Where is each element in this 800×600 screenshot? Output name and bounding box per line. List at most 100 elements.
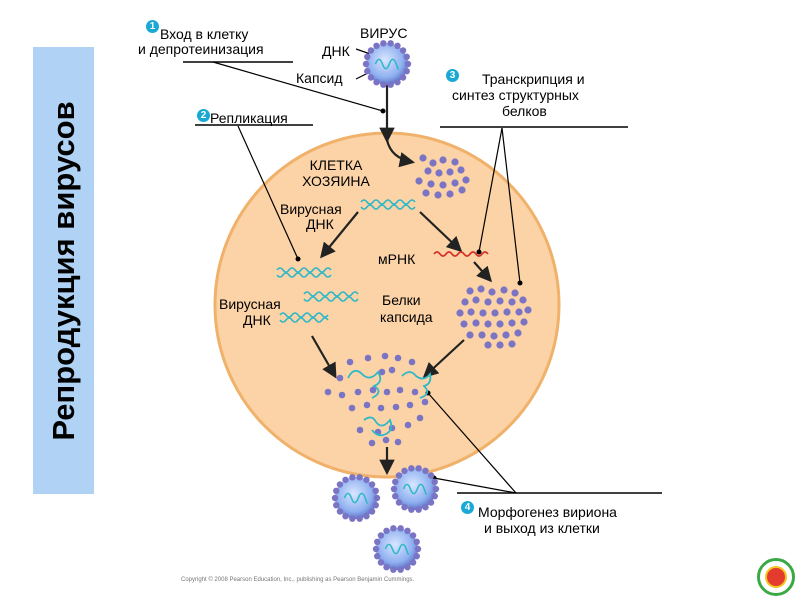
step-3-label-line2: синтез структурных	[452, 87, 579, 103]
capsomere-dot	[380, 81, 387, 88]
protein-dot	[394, 354, 402, 362]
protein-dot	[439, 181, 447, 189]
protein-dot	[336, 374, 344, 382]
protein-dot	[435, 169, 443, 177]
capsid-proteins-label-line1: Белки	[382, 292, 421, 308]
capsomere-dot	[380, 40, 387, 47]
arrow-to-mrna	[419, 211, 463, 253]
protein-dot	[377, 404, 385, 412]
arrow-to-proteins	[473, 261, 493, 283]
protein-dot	[421, 398, 429, 406]
protein-dot	[477, 285, 485, 293]
capsomere-dot	[399, 74, 407, 81]
callout-dot	[517, 280, 523, 286]
capsomere-dot	[395, 499, 403, 506]
protein-dot	[466, 331, 474, 339]
capsid-label: Капсид	[296, 70, 343, 86]
protein-dot	[364, 354, 372, 362]
capsomere-dot	[356, 515, 363, 522]
protein-dot	[524, 306, 532, 314]
capsomere-dot	[394, 78, 401, 86]
virus-particle	[362, 40, 412, 88]
protein-dot	[416, 414, 424, 422]
protein-dot	[484, 320, 492, 328]
protein-dot	[419, 154, 427, 162]
protein-dot	[429, 159, 437, 167]
capsomere-dot	[395, 472, 403, 479]
protein-dot	[369, 386, 377, 394]
protein-dot	[406, 401, 414, 409]
capsomere-dot	[383, 527, 390, 535]
protein-dot	[382, 436, 390, 444]
capsomere-dot	[408, 465, 415, 472]
copyright-notice: Copyright © 2008 Pearson Education, Inc.…	[181, 577, 415, 583]
capsomere-dot	[387, 81, 394, 88]
capsomere-dot	[367, 47, 375, 54]
assembly-protein-dots	[324, 352, 429, 447]
protein-dot	[461, 298, 469, 306]
protein-dot	[458, 186, 466, 194]
virus-dna	[343, 492, 369, 504]
capsomere-dot	[413, 538, 420, 546]
capsomere-dot	[372, 501, 379, 509]
capsomere-dot	[392, 478, 399, 486]
protein-dot	[422, 189, 430, 197]
protein-dot	[415, 177, 423, 185]
capsomere-dot	[372, 487, 379, 495]
protein-dot	[356, 426, 364, 434]
protein-dot	[466, 287, 474, 295]
protein-dot	[496, 320, 504, 328]
protein-dot	[394, 438, 402, 446]
callout-dot	[295, 256, 301, 262]
callout-step1	[212, 61, 384, 112]
protein-dot	[434, 191, 442, 199]
callout-step3-a	[478, 127, 503, 253]
host-cell-label-line2: ХОЗЯИНА	[302, 173, 370, 189]
viral-dna-label2-line1: Вирусная	[219, 296, 281, 312]
virus-capsid	[394, 468, 436, 510]
protein-dot	[451, 158, 459, 166]
protein-dot	[520, 318, 528, 326]
capsomere-dot	[383, 563, 390, 571]
capsomere-dot	[397, 525, 404, 532]
protein-dot	[427, 180, 435, 188]
arrow-uncoat	[385, 139, 416, 168]
capsomere-dot	[368, 481, 376, 488]
capsomere-dot	[363, 512, 370, 520]
emblem-logo	[757, 558, 795, 596]
step-1-label-line1: Вход в клетку	[160, 26, 249, 42]
capsomere-dot	[408, 506, 415, 513]
capsomere-dot	[333, 487, 340, 495]
protein-dot	[478, 331, 486, 339]
protein-dot	[484, 298, 492, 306]
step-4-label-line2: и выход из клетки	[484, 520, 600, 536]
callout-dot	[380, 108, 386, 114]
capsomere-dot	[377, 532, 385, 539]
capsomere-dot	[336, 481, 344, 488]
capsomere-dot	[422, 503, 429, 511]
protein-dot	[446, 168, 454, 176]
capsomere-dot	[431, 478, 438, 486]
capsomere-dot	[373, 42, 380, 50]
capsomere-dot	[390, 566, 397, 573]
viral-dna-strand	[360, 204, 416, 210]
protein-dot	[439, 156, 447, 164]
protein-dot	[354, 388, 362, 396]
side-banner: Репродукция вирусов	[33, 47, 94, 494]
capsomere-dot	[409, 559, 417, 566]
step-3-label-line3: белков	[502, 103, 547, 119]
protein-dot	[424, 167, 432, 175]
capsomere-dot	[387, 40, 394, 47]
protein-dot	[381, 352, 389, 360]
capsomere-dot	[373, 78, 380, 86]
capsomere-dot	[373, 494, 381, 502]
capsomere-dot	[404, 60, 412, 68]
capsomere-dot	[403, 67, 410, 75]
protein-dot	[348, 404, 356, 412]
capsomere-dot	[422, 467, 429, 475]
capsomere-dot	[427, 499, 435, 506]
viral-dna-label-line2: ДНК	[306, 216, 334, 232]
virus-particle	[331, 474, 381, 522]
step-2-badge: 2	[197, 109, 210, 122]
protein-dot	[404, 421, 412, 429]
